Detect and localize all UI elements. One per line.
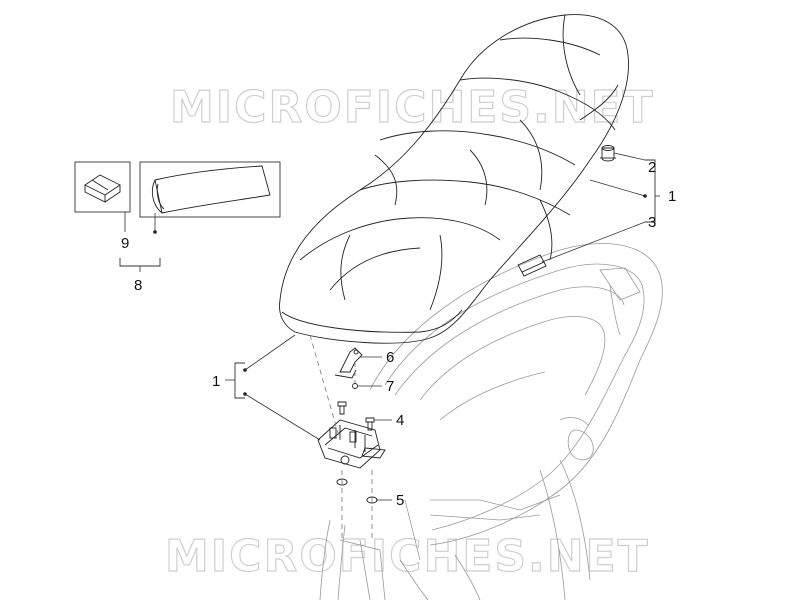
callout-4: 4 (396, 412, 404, 429)
screw-part-7 (352, 383, 358, 389)
nuts-part-5 (336, 478, 378, 504)
callout-1-right: 1 (668, 188, 676, 205)
callout-8: 8 (134, 277, 142, 294)
velcro-clip-part-9 (74, 161, 131, 213)
seat-pocket-part-8 (139, 161, 281, 218)
callout-6: 6 (386, 349, 394, 366)
seat (279, 14, 629, 344)
rubber-buffer-part-2 (600, 145, 616, 162)
callout-3: 3 (648, 214, 656, 231)
watermark-bottom: MICROFICHES.NET (165, 531, 650, 582)
callout-7: 7 (386, 378, 394, 395)
callout-group-center: 6 7 4 5 (358, 349, 404, 509)
assembly-lines (309, 334, 373, 540)
screws-part-4 (337, 401, 375, 431)
underseat-storage-body (319, 243, 663, 601)
callout-group-left-top: 9 8 (119, 212, 161, 294)
callout-9: 9 (121, 235, 129, 252)
callout-2: 2 (648, 159, 656, 176)
callout-group-right: 2 1 3 (541, 152, 676, 263)
callout-5: 5 (396, 492, 404, 509)
watermark-top: MICROFICHES.NET (170, 82, 655, 133)
hook-part-6 (334, 347, 363, 379)
clip-part-3 (517, 254, 547, 277)
callout-1-left: 1 (212, 373, 220, 390)
seat-lock (317, 419, 386, 469)
callout-group-left-bottom: 1 (212, 334, 321, 441)
